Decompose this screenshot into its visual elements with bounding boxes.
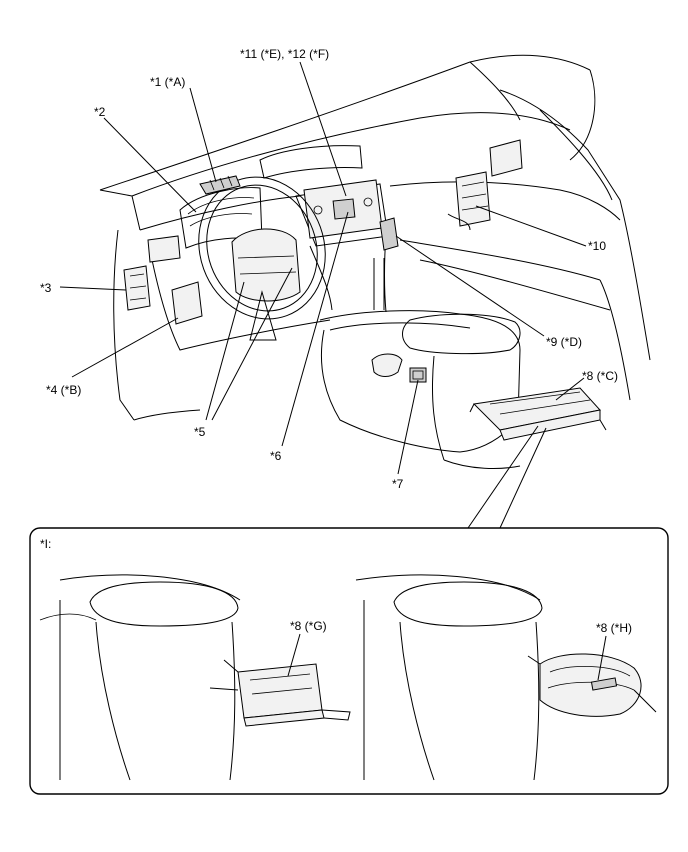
callout-2: *2 [94, 105, 106, 119]
inset-right-console: *8 (*H) [355, 574, 657, 781]
component-10 [447, 171, 491, 231]
inset-left-console: *8 (*G) [39, 574, 351, 781]
leader-lines [59, 61, 587, 529]
component-4 [171, 281, 203, 325]
inset-label: *I: [40, 537, 51, 551]
component-3 [123, 265, 151, 311]
component-8c [469, 387, 607, 441]
center-console [319, 310, 521, 469]
callout-6: *6 [270, 449, 282, 463]
steering-wheel [198, 176, 326, 341]
component-1 [199, 175, 241, 195]
callout-1: *1 (*A) [150, 75, 185, 89]
callout-9: *9 (*D) [546, 335, 582, 349]
inset-panel: *I: *8 (*G) [29, 527, 669, 795]
callout-4: *4 (*B) [46, 383, 81, 397]
callout-8g: *8 (*G) [290, 619, 327, 633]
component-9 [379, 217, 399, 251]
callout-8c: *8 (*C) [582, 369, 618, 383]
callout-11-12: *11 (*E), *12 (*F) [240, 47, 329, 61]
callout-7: *7 [392, 477, 404, 491]
callout-3: *3 [40, 281, 52, 295]
callout-5: *5 [194, 425, 206, 439]
callout-8h: *8 (*H) [596, 621, 632, 635]
callout-10: *10 [588, 239, 606, 253]
